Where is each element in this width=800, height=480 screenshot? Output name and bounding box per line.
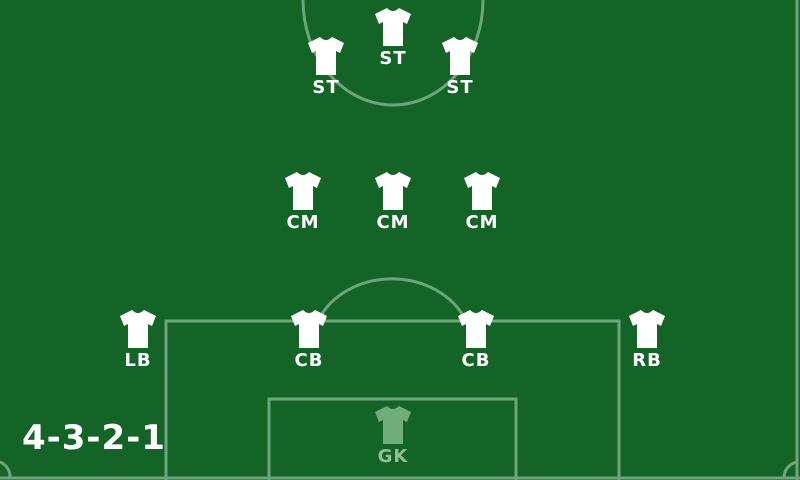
player-cb-1[interactable]: CB xyxy=(279,310,339,371)
player-cb-2[interactable]: CB xyxy=(446,310,506,371)
shirt-icon xyxy=(285,172,321,210)
position-label: ST xyxy=(379,48,407,69)
goalkeeper-shirt-icon xyxy=(375,406,411,444)
player-st-3[interactable]: ST xyxy=(430,37,490,98)
goal-area xyxy=(267,397,518,480)
shirt-icon xyxy=(375,172,411,210)
player-lb[interactable]: LB xyxy=(108,310,168,371)
player-cm-1[interactable]: CM xyxy=(273,172,333,233)
shirt-icon xyxy=(629,310,665,348)
shirt-icon xyxy=(291,310,327,348)
position-label: CM xyxy=(465,212,499,233)
position-label: ST xyxy=(312,77,340,98)
position-label: CB xyxy=(461,350,491,371)
position-label: CM xyxy=(376,212,410,233)
player-st-2[interactable]: ST xyxy=(296,37,356,98)
corner-arc-right xyxy=(782,460,798,479)
corner-arc-left xyxy=(0,460,12,479)
shirt-icon xyxy=(308,37,344,75)
penalty-arc xyxy=(316,277,468,322)
position-label: LB xyxy=(124,350,152,371)
player-gk[interactable]: GK xyxy=(363,406,423,467)
penalty-area xyxy=(164,319,621,480)
shirt-icon xyxy=(458,310,494,348)
shirt-icon xyxy=(464,172,500,210)
player-cm-2[interactable]: CM xyxy=(363,172,423,233)
player-rb[interactable]: RB xyxy=(617,310,677,371)
position-label: CB xyxy=(294,350,324,371)
shirt-icon xyxy=(120,310,156,348)
position-label: ST xyxy=(446,77,474,98)
position-label: GK xyxy=(377,446,409,467)
shirt-icon xyxy=(442,37,478,75)
shirt-icon xyxy=(375,8,411,46)
position-label: RB xyxy=(632,350,662,371)
player-st-1[interactable]: ST xyxy=(363,8,423,69)
player-cm-3[interactable]: CM xyxy=(452,172,512,233)
position-label: CM xyxy=(286,212,320,233)
formation-label: 4-3-2-1 xyxy=(22,418,166,458)
